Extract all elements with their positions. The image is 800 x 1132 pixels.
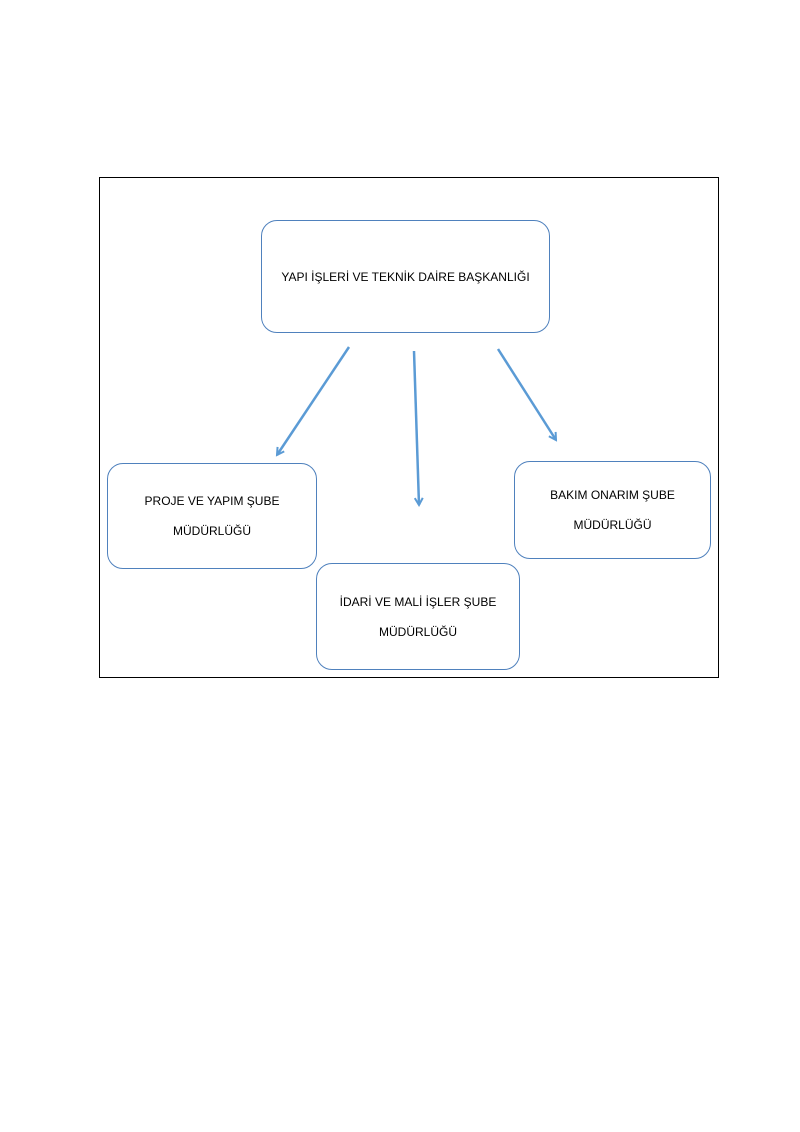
head-node-label: YAPI İŞLERİ VE TEKNİK DAİRE BAŞKANLIĞI bbox=[281, 269, 530, 284]
idari-mali-label-line-1: İDARİ VE MALİ İŞLER ŞUBE bbox=[339, 594, 497, 609]
bakim-onarim-node: BAKIM ONARIM ŞUBE MÜDÜRLÜĞÜ bbox=[514, 461, 711, 559]
proje-yapim-label-line-1: PROJE VE YAPIM ŞUBE bbox=[144, 494, 280, 508]
bakim-onarim-label-line-2: MÜDÜRLÜĞÜ bbox=[573, 518, 652, 532]
diagram-frame bbox=[99, 177, 719, 678]
bakim-onarim-label-line-1: BAKIM ONARIM ŞUBE bbox=[550, 488, 675, 502]
head-node: YAPI İŞLERİ VE TEKNİK DAİRE BAŞKANLIĞI bbox=[261, 220, 550, 333]
idari-mali-label-line-2: MÜDÜRLÜĞÜ bbox=[379, 624, 457, 639]
idari-mali-node: İDARİ VE MALİ İŞLER ŞUBE MÜDÜRLÜĞÜ bbox=[316, 563, 520, 670]
proje-yapim-label-line-2: MÜDÜRLÜĞÜ bbox=[173, 524, 251, 538]
proje-yapim-node: PROJE VE YAPIM ŞUBE MÜDÜRLÜĞÜ bbox=[107, 463, 317, 569]
